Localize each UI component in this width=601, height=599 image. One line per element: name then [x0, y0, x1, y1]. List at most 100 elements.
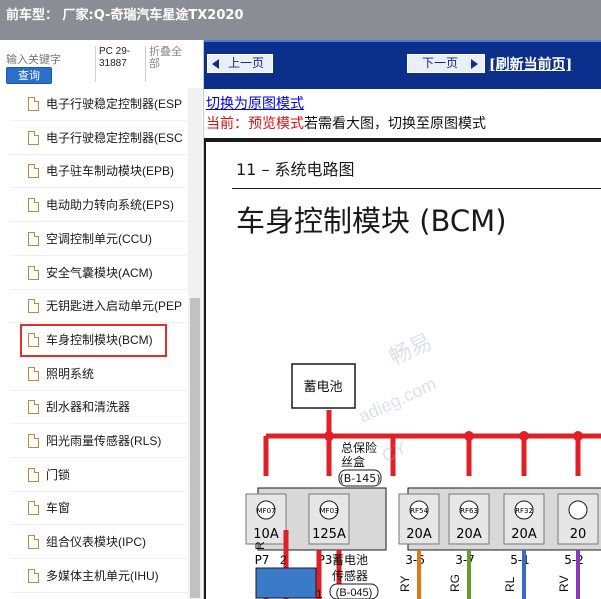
prev-page-button[interactable]: 上一页: [207, 54, 273, 73]
scrollbar-thumb[interactable]: [190, 298, 200, 598]
tree-item[interactable]: 多媒体主机单元(IHU): [10, 560, 188, 593]
fuse-code: MF07: [257, 507, 276, 515]
tree-item[interactable]: 电子行驶稳定控制器(ESP: [10, 88, 188, 121]
prev-page-label: 上一页: [227, 56, 264, 70]
sidebar-scrollbar[interactable]: [188, 88, 202, 599]
document-icon: [28, 164, 39, 179]
collapse-all-button[interactable]: 折叠全部: [145, 46, 189, 82]
fuse-box-code-badge: [338, 469, 382, 487]
battery-sensor-box: [255, 567, 317, 599]
tree-item[interactable]: 电动助力转向系统(EPS): [10, 189, 188, 223]
tree-item[interactable]: 照明系统: [10, 358, 188, 391]
document-icon: [28, 434, 39, 448]
switch-to-original-link[interactable]: 切换为原图模式: [206, 96, 304, 112]
search-row: 查询 PC 29-31887 折叠全部: [0, 40, 203, 88]
circuit-diagram-lower: 2 1 蓄电池 传感器 (B-045): [255, 530, 379, 599]
fuse-rating: 20A: [406, 527, 432, 542]
section-rule: [232, 188, 601, 189]
document-icon: [28, 130, 39, 145]
tree-item[interactable]: 安全气囊模块(ACM): [10, 257, 188, 290]
tree-item[interactable]: 刮水器和清洗器: [10, 391, 188, 425]
document-icon: [28, 400, 39, 415]
fuse-rating: 10A: [253, 527, 279, 542]
tree-item[interactable]: 车窗: [10, 492, 188, 526]
tree-item-label: 车身控制模块(BCM): [46, 332, 153, 347]
fuse-icon: [409, 500, 429, 520]
sensor-code: (B-045): [336, 587, 373, 599]
wire-labels: R RY RG RL RV: [253, 541, 571, 592]
tree-item[interactable]: 电子驻车制动模块(EPB): [10, 155, 188, 189]
page-border-top: [204, 138, 601, 142]
document-icon: [28, 467, 39, 482]
document-icon: [28, 299, 39, 314]
tree-item[interactable]: 组合仪表模块(IPC): [10, 526, 188, 560]
refresh-page-link[interactable]: [刷新当前页]: [489, 57, 573, 73]
sensor-pin-top: 2: [280, 553, 287, 567]
tree-item-label: 电子行驶稳定控制器(ESC: [46, 130, 183, 145]
page-title: 车身控制模块 (BCM): [236, 204, 507, 238]
tree-item-label: 多媒体主机单元(IHU): [46, 568, 159, 583]
document-icon: [28, 198, 39, 213]
fuse-code: MF03: [320, 507, 339, 515]
content-pane: 上一页 下一页 [刷新当前页] 切换为原图模式 当前：预览模式若需看大图，切换至…: [204, 40, 601, 599]
junction-dot: [573, 431, 583, 441]
document-icon: [28, 535, 39, 550]
tree-item-label: 安全气囊模块(ACM): [46, 265, 153, 280]
circuit-diagram: 蓄电池 总保险 丝盒 (B-145) MF0710AP7MF03125AP3RF…: [245, 363, 601, 599]
next-page-label: 下一页: [421, 56, 458, 70]
arrow-right-icon: [471, 59, 478, 69]
window-title: 前车型： 厂家:Q-奇瑞汽车星途TX2020: [0, 0, 601, 40]
wire-label: R: [253, 541, 267, 550]
tree-item[interactable]: 门锁: [10, 459, 188, 492]
search-button[interactable]: 查询: [6, 67, 52, 84]
fuse-box-label-2: 丝盒: [341, 454, 365, 469]
fuse-rating: 125A: [312, 527, 346, 542]
wire-label: RL: [503, 576, 517, 592]
junction-dot: [519, 431, 529, 441]
tree-item-label: 门锁: [46, 467, 71, 482]
tree-item[interactable]: 车身控制模块(BCM): [20, 323, 167, 357]
wire-label: RG: [448, 574, 462, 592]
fuse-box-code: (B-145): [339, 472, 380, 485]
sensor-label-2: 传感器: [332, 568, 368, 583]
tree-item-label: 电动助力转向系统(EPS): [46, 198, 175, 213]
fuse-icon: [319, 500, 339, 520]
battery-box: [291, 363, 356, 409]
document-page: 11 – 系统电路图 车身控制模块 (BCM) 蓄电池 总保险 丝盒 (B-14…: [204, 142, 601, 599]
fuse-icon: [514, 500, 534, 520]
tree-item[interactable]: 空调控制单元(CCU): [10, 223, 188, 256]
fuse: MF07 10A P7: [245, 493, 287, 567]
tree-item-label: 空调控制单元(CCU): [46, 231, 152, 246]
wire-label-layer: R RY RG RL RV: [253, 541, 571, 592]
wire-label: RV: [557, 576, 571, 592]
fuse-rating: 20A: [456, 527, 482, 542]
fuse-code: RF63: [460, 507, 478, 515]
tree-item-label: 电子驻车制动模块(EPB): [46, 164, 175, 179]
fuse-rating: 20A: [511, 527, 537, 542]
tree-item[interactable]: 电子行驶稳定控制器(ESC: [10, 122, 188, 155]
tree-item[interactable]: 阳光雨量传感器(RLS): [10, 425, 188, 458]
fuse-rating: 20: [570, 527, 587, 542]
current-mode-value: 预览模式: [248, 116, 304, 132]
next-page-button[interactable]: 下一页: [407, 54, 485, 73]
arrow-left-icon: [212, 59, 219, 69]
tree-item-label: 车窗: [46, 501, 71, 516]
document-icon: [28, 568, 39, 583]
wire-label: RY: [398, 576, 412, 592]
current-mode-line: 当前：预览模式若需看大图，切换至原图模式: [206, 113, 486, 133]
fuse-pin: P7: [255, 553, 270, 567]
tree-item-label: 照明系统: [46, 366, 95, 381]
search-input[interactable]: [4, 50, 96, 70]
fuse-icon: [256, 500, 276, 520]
tree-item-label: 组合仪表模块(IPC): [46, 535, 146, 550]
section-title: 11 – 系统电路图: [236, 160, 355, 179]
fuse-group: MF0710AP7MF03125AP3RF5420A3-6RF6320A3-7R…: [245, 493, 599, 567]
document-icon: [28, 332, 39, 347]
tree-item[interactable]: 无钥匙进入启动单元(PEP: [10, 290, 188, 324]
document-tree: 电子行驶稳定控制器(ESP 电子行驶稳定控制器(ESC 电子驻车制动模块(EPB) 电…: [0, 88, 188, 599]
current-mode-hint: 若需看大图，切换至原图模式: [304, 116, 486, 132]
fuse-code: RF32: [515, 507, 533, 515]
fuse-box-label-1: 总保险: [341, 440, 377, 455]
